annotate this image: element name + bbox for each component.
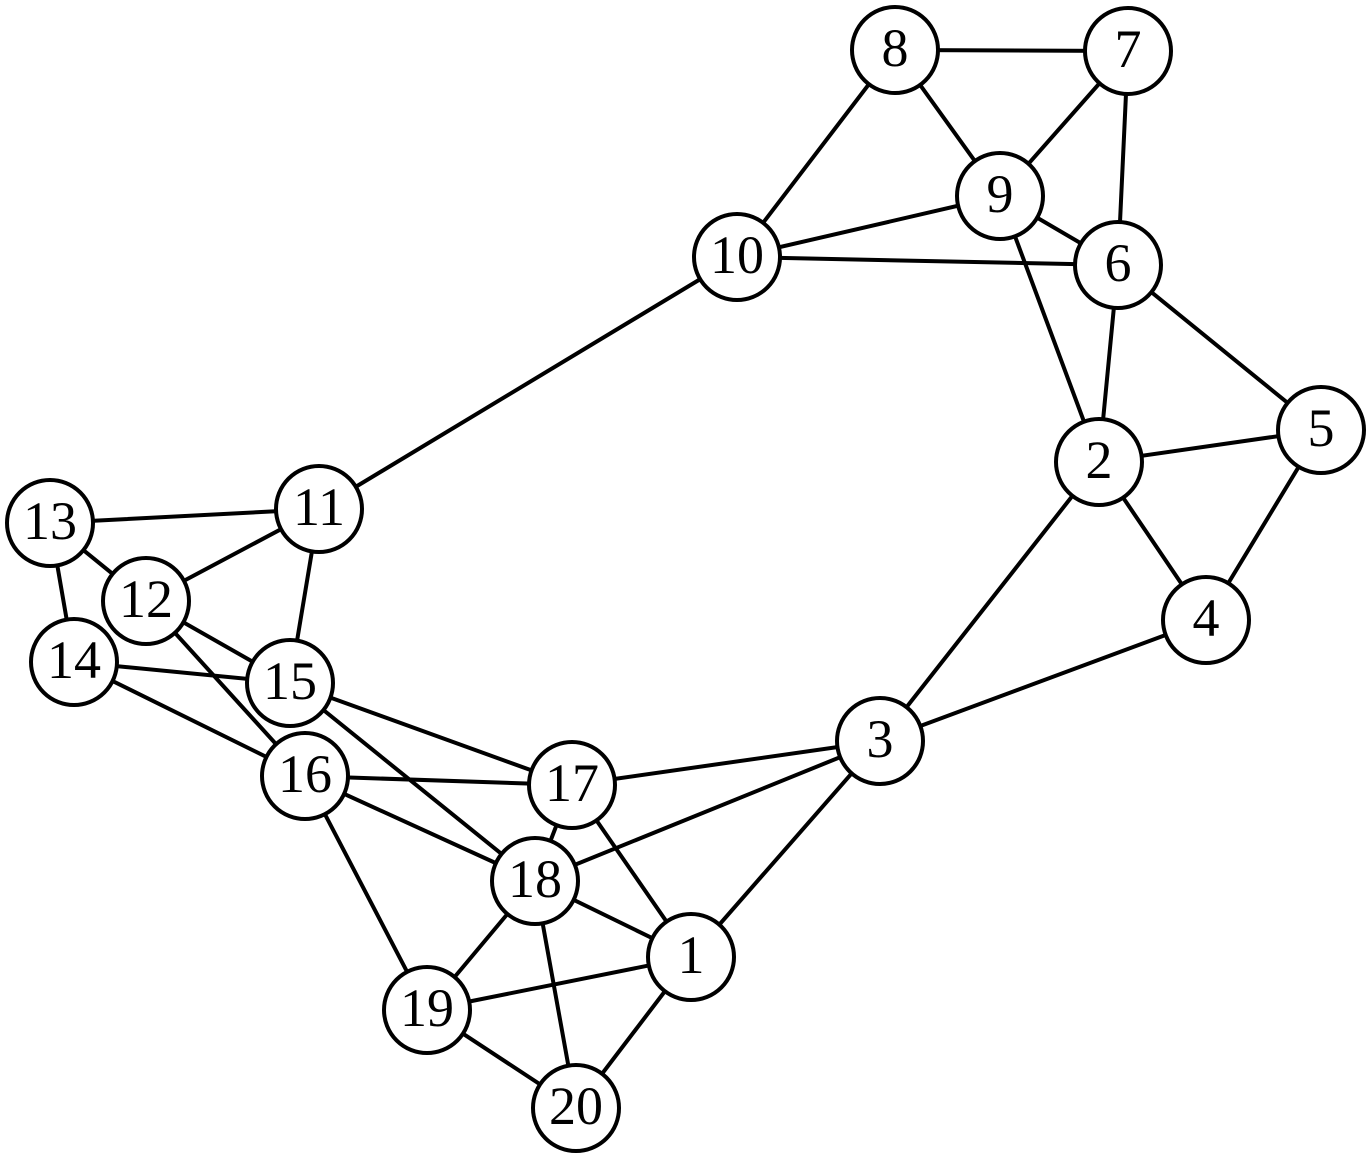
node-4: 4 bbox=[1161, 575, 1251, 665]
node-9: 9 bbox=[955, 151, 1045, 241]
node-circle-3 bbox=[835, 696, 925, 786]
node-13: 13 bbox=[5, 478, 95, 568]
node-label-4: 4 bbox=[1193, 588, 1220, 648]
node-label-14: 14 bbox=[47, 630, 101, 690]
node-circle-2 bbox=[1054, 417, 1144, 507]
edge-3-1 bbox=[689, 739, 882, 959]
node-label-1: 1 bbox=[678, 925, 705, 985]
node-label-7: 7 bbox=[1115, 19, 1142, 79]
node-label-10: 10 bbox=[710, 225, 764, 285]
edge-4-3 bbox=[878, 618, 1208, 743]
node-label-6: 6 bbox=[1105, 233, 1132, 293]
node-label-8: 8 bbox=[882, 18, 909, 78]
node-19: 19 bbox=[382, 965, 472, 1055]
node-label-19: 19 bbox=[400, 978, 454, 1038]
edge-3-17 bbox=[570, 739, 882, 787]
node-circle-7 bbox=[1083, 6, 1173, 96]
node-circle-18 bbox=[490, 836, 580, 926]
node-label-3: 3 bbox=[867, 709, 894, 769]
node-10: 10 bbox=[692, 212, 782, 302]
edge-10-11 bbox=[317, 255, 739, 511]
node-label-2: 2 bbox=[1086, 430, 1113, 490]
node-label-16: 16 bbox=[278, 744, 332, 804]
node-8: 8 bbox=[850, 5, 940, 95]
node-circle-13 bbox=[5, 478, 95, 568]
node-6: 6 bbox=[1073, 220, 1163, 310]
node-2: 2 bbox=[1054, 417, 1144, 507]
node-circle-9 bbox=[955, 151, 1045, 241]
node-16: 16 bbox=[260, 731, 350, 821]
edge-15-17 bbox=[288, 681, 574, 787]
node-label-13: 13 bbox=[23, 491, 77, 551]
node-circle-8 bbox=[850, 5, 940, 95]
node-15: 15 bbox=[245, 638, 335, 728]
edge-2-3 bbox=[878, 460, 1101, 743]
node-18: 18 bbox=[490, 836, 580, 926]
edge-10-6 bbox=[735, 255, 1120, 267]
node-12: 12 bbox=[101, 556, 191, 646]
node-circle-5 bbox=[1276, 385, 1366, 475]
node-label-15: 15 bbox=[263, 651, 317, 711]
node-label-20: 20 bbox=[549, 1076, 603, 1136]
node-1: 1 bbox=[646, 912, 736, 1002]
node-circle-15 bbox=[245, 638, 335, 728]
node-14: 14 bbox=[29, 617, 119, 707]
node-circle-12 bbox=[101, 556, 191, 646]
edge-9-2 bbox=[998, 194, 1101, 464]
node-17: 17 bbox=[527, 740, 617, 830]
node-label-5: 5 bbox=[1308, 398, 1335, 458]
node-5: 5 bbox=[1276, 385, 1366, 475]
node-3: 3 bbox=[835, 696, 925, 786]
node-circle-16 bbox=[260, 731, 350, 821]
node-circle-17 bbox=[527, 740, 617, 830]
node-label-18: 18 bbox=[508, 849, 562, 909]
node-circle-20 bbox=[531, 1063, 621, 1153]
edge-15-18 bbox=[288, 681, 537, 883]
node-7: 7 bbox=[1083, 6, 1173, 96]
node-label-9: 9 bbox=[987, 164, 1014, 224]
node-circle-14 bbox=[29, 617, 119, 707]
node-circle-1 bbox=[646, 912, 736, 1002]
node-label-11: 11 bbox=[293, 477, 345, 537]
node-circle-11 bbox=[274, 464, 364, 554]
node-circle-10 bbox=[692, 212, 782, 302]
node-11: 11 bbox=[274, 464, 364, 554]
node-circle-4 bbox=[1161, 575, 1251, 665]
node-circle-19 bbox=[382, 965, 472, 1055]
node-label-12: 12 bbox=[119, 569, 173, 629]
node-20: 20 bbox=[531, 1063, 621, 1153]
node-label-17: 17 bbox=[545, 753, 599, 813]
node-circle-6 bbox=[1073, 220, 1163, 310]
edge-3-18 bbox=[533, 739, 882, 883]
